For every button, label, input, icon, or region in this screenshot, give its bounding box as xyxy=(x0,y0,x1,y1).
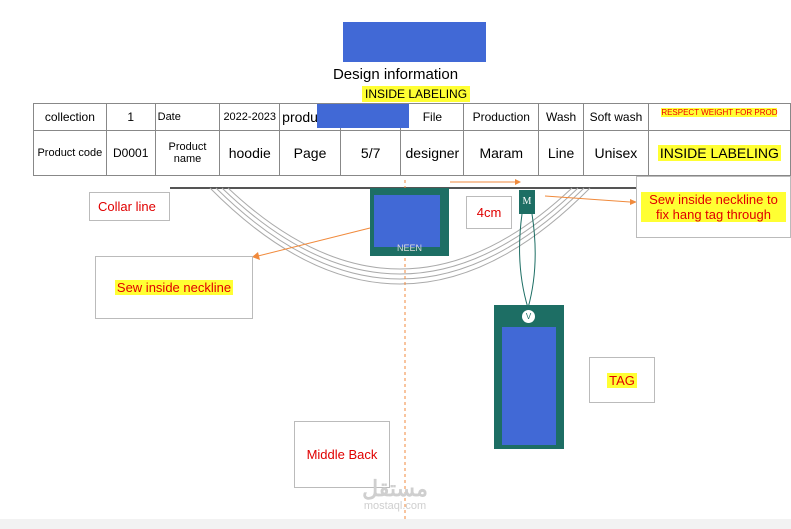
table-cell: Product name xyxy=(154,130,221,176)
table-cell: designer xyxy=(400,130,465,176)
watermark: مستقل mostaql.com xyxy=(330,476,460,513)
tag-letter: V xyxy=(525,312,532,321)
watermark-latin: mostaql.com xyxy=(363,500,427,512)
hang-loop: M xyxy=(519,190,535,214)
watermark-arabic: مستقل xyxy=(362,476,428,501)
hang-tag-note-callout: Sew inside neckline to fix hang tag thro… xyxy=(636,176,791,238)
table-cell: Product code xyxy=(33,130,107,176)
table-row: Product code D0001 Product name hoodie P… xyxy=(33,130,791,176)
redaction-block-tag xyxy=(502,327,556,445)
arrow-neckline xyxy=(257,227,371,257)
table-cell: Line xyxy=(538,130,585,176)
arrow-head xyxy=(630,199,637,205)
bottom-bar xyxy=(0,519,791,529)
hang-tag: V xyxy=(494,305,564,449)
inside-label-text: NEEN xyxy=(396,243,422,253)
collar-line-callout: Collar line xyxy=(89,192,170,221)
table-cell: 5/7 xyxy=(339,130,402,176)
table-cell: Page xyxy=(279,130,341,176)
table-cell: Date xyxy=(154,103,221,131)
design-info-table: collection 1 Date 2022-2023 produ File P… xyxy=(33,103,791,176)
page-subtitle: INSIDE LABELING xyxy=(362,86,471,102)
loop-letter: M xyxy=(522,196,532,207)
tag-callout: TAG xyxy=(589,357,655,403)
measure-callout: 4cm xyxy=(466,196,512,229)
redaction-block-top xyxy=(343,22,486,62)
arrow-head xyxy=(252,252,260,260)
table-cell: Maram xyxy=(463,130,540,176)
redaction-block-label xyxy=(374,195,440,247)
table-cell: Unisex xyxy=(583,130,649,176)
table-cell-note: RESPECT WEIGHT FOR PROD xyxy=(647,103,791,131)
table-cell: hoodie xyxy=(219,130,281,176)
page-title: Design information xyxy=(332,66,459,83)
arrow-head xyxy=(515,179,521,185)
table-cell: D0001 xyxy=(105,130,156,176)
inside-label: NEEN xyxy=(370,188,449,256)
tag-hole-icon: V xyxy=(522,310,535,323)
table-cell: INSIDE LABELING xyxy=(647,130,791,176)
table-cell: collection xyxy=(33,103,107,131)
sew-neckline-callout: Sew inside neckline xyxy=(95,256,253,319)
middle-back-callout: Middle Back xyxy=(294,421,390,488)
redaction-block-table xyxy=(317,104,409,128)
arrow-hangtag xyxy=(544,195,631,203)
table-cell: File xyxy=(400,103,465,131)
table-cell: 2022-2023 xyxy=(219,103,281,131)
table-cell: Wash xyxy=(538,103,585,131)
